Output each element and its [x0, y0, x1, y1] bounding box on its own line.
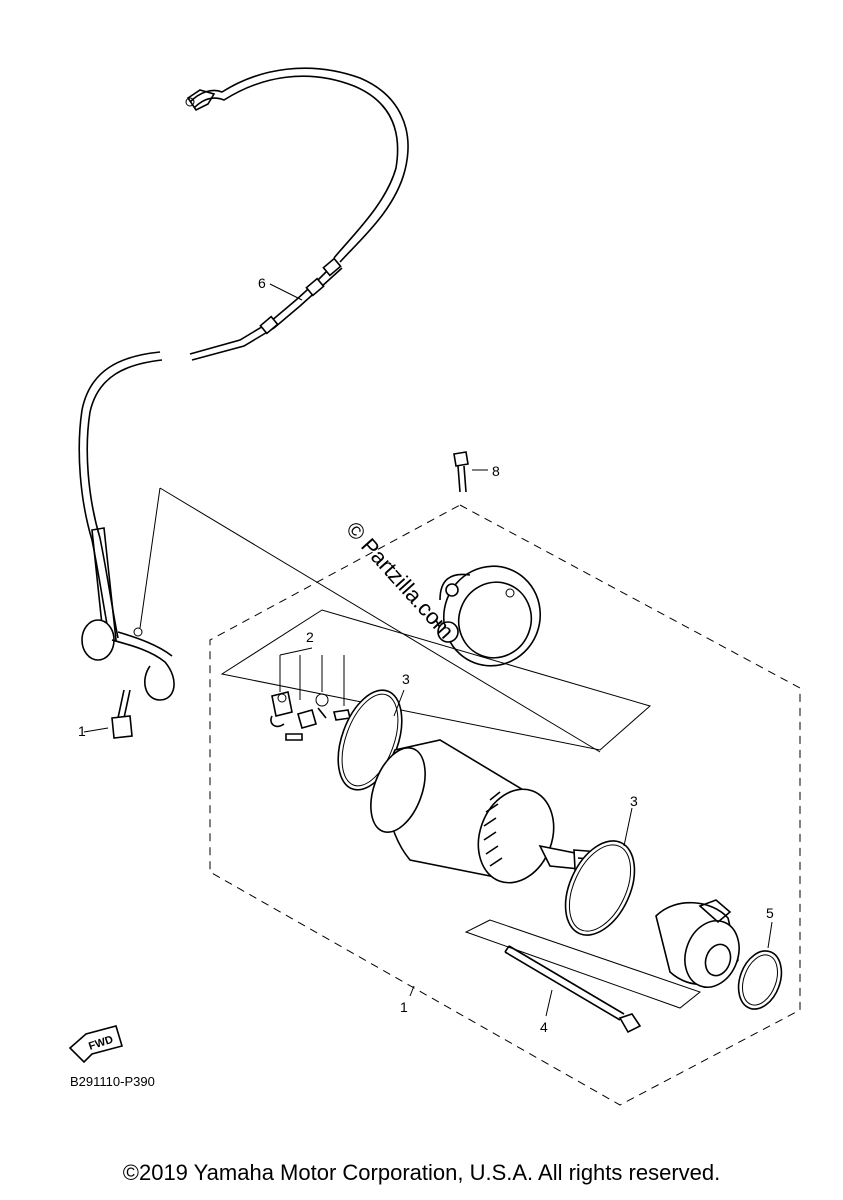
through-bolt-part-4: [504, 945, 642, 1034]
bolt-part-8: [453, 451, 488, 493]
callout-6: 6: [258, 275, 266, 291]
callout-5: 5: [766, 905, 774, 921]
rear-cover: [655, 899, 740, 988]
bolt-part-7: [83, 689, 133, 739]
callout-3-right: 3: [630, 793, 638, 809]
callout-3-top: 3: [402, 671, 410, 687]
callout-8: 8: [492, 463, 500, 479]
callout-4: 4: [540, 1019, 548, 1035]
diagram-code: B291110-P390: [70, 1074, 155, 1089]
o-ring-5: [737, 921, 783, 1010]
fwd-arrow-icon: FWD: [68, 1025, 124, 1064]
callout-1-left: 1: [78, 723, 86, 739]
callout-2: 2: [306, 629, 314, 645]
copyright-notice: ©2019 Yamaha Motor Corporation, U.S.A. A…: [122, 1160, 721, 1185]
through-bolt-frame: [464, 919, 702, 1009]
o-ring-3-right: [564, 807, 636, 936]
assembly-outline: [209, 504, 801, 1106]
callout-1-bottom: 1: [400, 999, 408, 1015]
starter-cable: [78, 67, 409, 701]
front-cover: [435, 565, 542, 667]
brush-kit-frame: [220, 609, 652, 751]
motor-yoke: [370, 739, 609, 893]
brush-kit-parts: [270, 647, 351, 741]
watermark: © Partzilla.com: [341, 517, 459, 644]
